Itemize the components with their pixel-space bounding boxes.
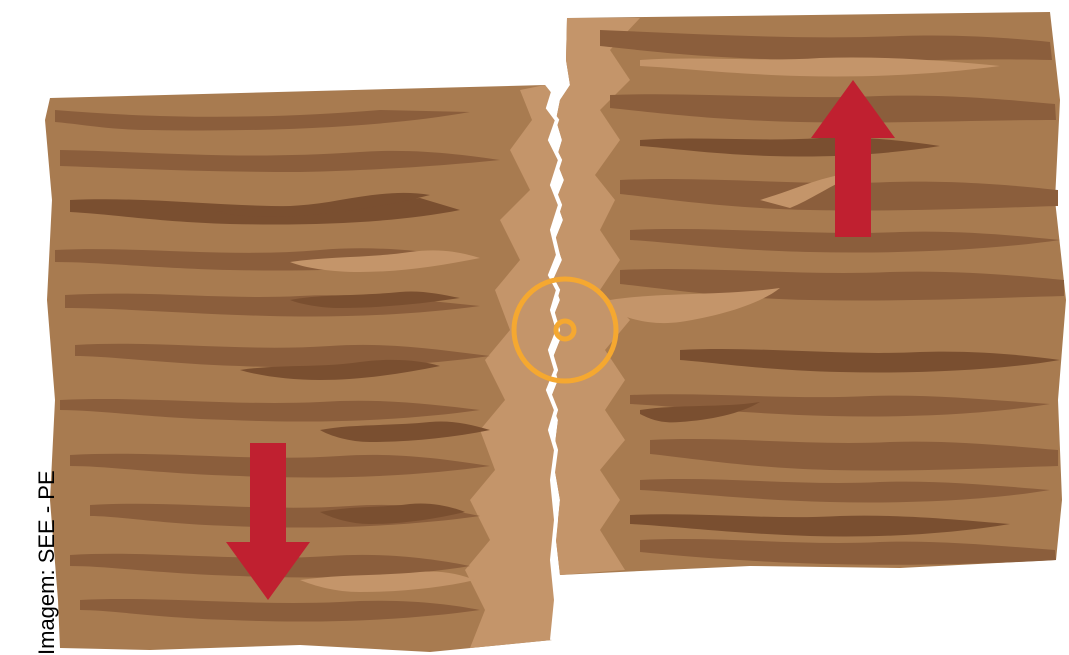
arrow-down-icon xyxy=(226,443,310,600)
right-rock-crack-band xyxy=(550,18,640,575)
left-rock-crack-band xyxy=(465,85,560,648)
focus-marker xyxy=(511,276,619,384)
focus-inner-ring xyxy=(553,318,577,342)
arrow-up-icon xyxy=(811,80,895,237)
right-rock-block xyxy=(550,12,1066,575)
focus-outer-ring xyxy=(511,276,619,384)
image-credit: Imagem: SEE - PE xyxy=(34,470,59,655)
fault-line xyxy=(545,91,563,641)
left-rock-block xyxy=(45,85,560,652)
